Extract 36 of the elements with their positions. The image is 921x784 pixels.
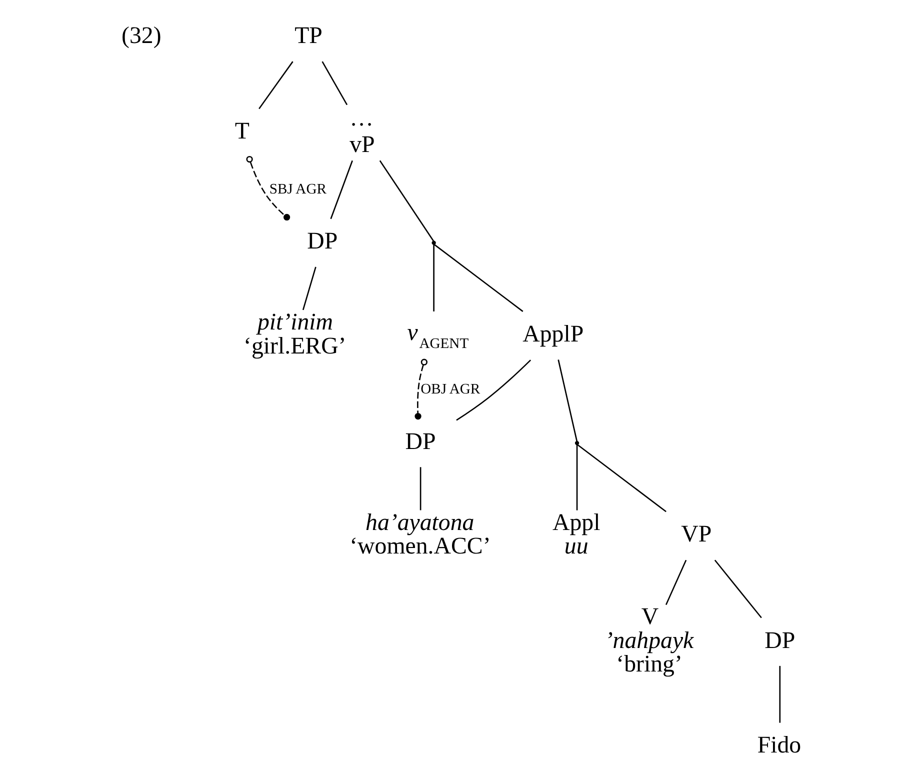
node-text: DP: [764, 628, 795, 654]
connector: [557, 360, 578, 442]
node-text: V ’nahpayk ‘bring’: [604, 604, 694, 678]
edge-label: OBJ AGR: [420, 382, 480, 398]
connector: [302, 266, 316, 310]
connector: [258, 61, 293, 110]
node-text: … vP: [349, 105, 374, 158]
connector: [576, 444, 666, 512]
node-text: DP: [306, 228, 338, 255]
connector: [330, 160, 352, 220]
node-text: VP: [680, 522, 712, 548]
node-text: T: [234, 118, 249, 145]
connector: [419, 467, 421, 510]
connector: [456, 360, 531, 421]
node-text: Fido: [756, 732, 801, 759]
connector: [246, 156, 290, 221]
connector: [432, 244, 434, 312]
connector: [778, 666, 780, 723]
connector: [714, 560, 762, 618]
connector: [414, 358, 427, 420]
connector: [433, 244, 523, 312]
node-text: TP: [294, 23, 322, 50]
node-text: v$_{AGENT}$: [406, 320, 468, 352]
node-point: [574, 440, 579, 446]
node-text: ha’ayatona ‘women.ACC’: [349, 510, 490, 560]
label: (32): [121, 23, 161, 50]
connector: [576, 444, 578, 510]
connector: [664, 560, 686, 605]
node-text: ApplP: [522, 321, 584, 348]
node-point: [431, 240, 436, 245]
connector: [378, 160, 434, 242]
connector: [321, 61, 348, 106]
node-text: pit’inim ‘girl.ERG’: [243, 310, 346, 360]
node-text: DP: [404, 428, 436, 455]
node-text: Appl uu: [552, 510, 600, 560]
edge-label: SBJ AGR: [268, 182, 326, 198]
